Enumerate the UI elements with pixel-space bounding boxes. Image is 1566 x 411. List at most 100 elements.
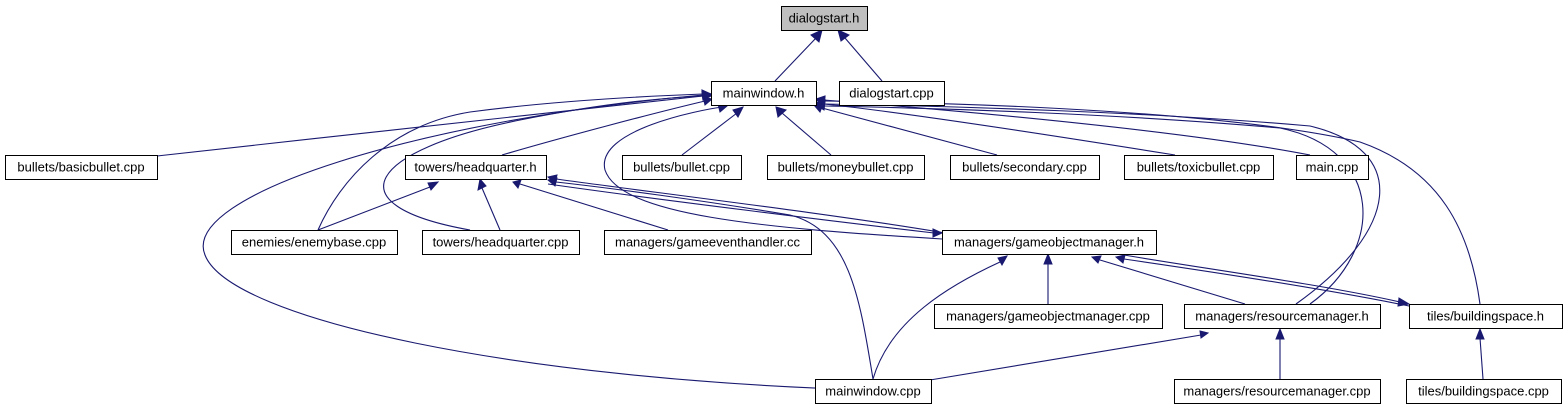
edge-enemybase-to-headquarter-h-arrowhead xyxy=(427,181,440,191)
node-box[interactable] xyxy=(1184,304,1381,329)
node-label: managers/gameeventhandler.cc xyxy=(615,235,801,250)
edge-gameobjectmanager-h-to-buildingspace-h-arrowhead xyxy=(1397,297,1411,307)
node-moneybullet-cpp[interactable]: bullets/moneybullet.cpp xyxy=(767,155,925,180)
edge-basicbullet-to-mainwindow-h xyxy=(156,95,704,157)
edge-buildingspace-h-to-mainwindow-h xyxy=(823,100,1481,305)
edge-buildingspace-h-to-mainwindow-h-arrowhead xyxy=(814,96,826,106)
edge-mainwindow-cpp-to-mainwindow-h-arrowhead xyxy=(701,90,713,100)
node-buildingspace-cpp[interactable]: tiles/buildingspace.cpp xyxy=(1406,379,1562,404)
edge-bullet-to-mainwindow-h-arrowhead xyxy=(732,106,744,118)
node-basicbullet-cpp[interactable]: bullets/basicbullet.cpp xyxy=(5,155,158,180)
edge-gameeventhandler-to-headquarter-h xyxy=(519,183,669,231)
node-box[interactable] xyxy=(1174,379,1381,404)
edge-gameobjectmanager-cpp-to-gameobjectmanager-h-arrowhead xyxy=(1043,252,1053,265)
edge-mainwindow-h-to-dialogstart-h xyxy=(774,37,817,82)
node-label: managers/resourcemanager.h xyxy=(1195,309,1368,324)
edge-headquarter-cpp-to-headquarter-h xyxy=(481,187,501,231)
node-label: main.cpp xyxy=(1306,160,1359,175)
edge-resourcemanager-cpp-to-resourcemanager-h-arrowhead xyxy=(1275,327,1285,340)
node-label: bullets/moneybullet.cpp xyxy=(778,160,914,175)
node-bullet-cpp[interactable]: bullets/bullet.cpp xyxy=(622,155,742,180)
node-label: towers/headquarter.cpp xyxy=(433,235,569,250)
graph-nodes: dialogstart.h mainwindow.h dialogstart.cpp… xyxy=(5,6,1563,404)
edge-mainwindow-cpp-to-resourcemanager-h xyxy=(929,334,1202,381)
node-box[interactable] xyxy=(839,81,945,106)
node-label: tiles/buildingspace.cpp xyxy=(1418,384,1549,399)
node-label: managers/resourcemanager.cpp xyxy=(1183,384,1370,399)
edge-toxicbullet-to-mainwindow-h xyxy=(823,103,1176,156)
node-box[interactable] xyxy=(1124,155,1274,180)
node-box[interactable] xyxy=(815,379,932,404)
node-main-cpp[interactable]: main.cpp xyxy=(1296,155,1369,180)
node-box[interactable] xyxy=(942,230,1157,255)
edge-buildingspace-h-to-gameobjectmanager-h xyxy=(1123,258,1410,307)
edge-enemybase-to-mainwindow-h xyxy=(317,93,704,231)
node-label: managers/gameobjectmanager.cpp xyxy=(946,309,1150,324)
node-box[interactable] xyxy=(5,155,158,180)
edge-resourcemanager-h-to-gameobjectmanager-h xyxy=(1099,259,1246,305)
edge-resourcemanager-h-to-gameobjectmanager-h-arrowhead xyxy=(1090,255,1102,264)
edge-main-to-mainwindow-h xyxy=(823,99,1311,156)
node-label: bullets/toxicbullet.cpp xyxy=(1137,160,1261,175)
edge-moneybullet-to-mainwindow-h xyxy=(781,112,832,156)
node-box[interactable] xyxy=(1409,304,1563,329)
edge-headquarter-h-to-gameobjectmanager-h-arrowhead xyxy=(932,228,944,238)
node-box[interactable] xyxy=(1406,379,1562,404)
node-label: mainwindow.cpp xyxy=(825,384,920,399)
node-label: tiles/buildingspace.h xyxy=(1427,309,1544,324)
node-label: dialogstart.cpp xyxy=(849,86,934,101)
node-label: bullets/secondary.cpp xyxy=(962,160,1087,175)
node-mainwindow-cpp[interactable]: mainwindow.cpp xyxy=(815,379,932,404)
node-box[interactable] xyxy=(405,155,547,180)
node-label: mainwindow.h xyxy=(723,86,805,101)
edge-mainwindow-cpp-to-mainwindow-h xyxy=(202,94,871,391)
edge-gameeventhandler-to-headquarter-h-arrowhead xyxy=(512,179,522,189)
node-dialogstart-h[interactable]: dialogstart.h xyxy=(781,6,868,31)
node-box[interactable] xyxy=(231,230,398,255)
edge-headquarter-h-to-mainwindow-h xyxy=(501,100,706,156)
node-label: enemies/enemybase.cpp xyxy=(242,235,387,250)
node-label: bullets/basicbullet.cpp xyxy=(17,160,144,175)
node-enemybase-cpp[interactable]: enemies/enemybase.cpp xyxy=(231,230,398,255)
node-box[interactable] xyxy=(622,155,742,180)
edge-secondary-to-mainwindow-h xyxy=(821,107,998,156)
edge-mainwindow-cpp-to-headquarter-h xyxy=(555,181,874,380)
edge-mainwindow-cpp-to-gameobjectmanager-h-arrowhead xyxy=(997,255,1008,267)
node-headquarter-h[interactable]: towers/headquarter.h xyxy=(405,155,547,180)
node-box[interactable] xyxy=(934,304,1163,329)
node-secondary-cpp[interactable]: bullets/secondary.cpp xyxy=(950,155,1100,180)
edge-buildingspace-h-to-gameobjectmanager-h-arrowhead xyxy=(1114,254,1126,264)
node-resourcemanager-h[interactable]: managers/resourcemanager.h xyxy=(1184,304,1381,329)
edge-bullet-to-mainwindow-h xyxy=(681,112,738,156)
node-resourcemanager-cpp[interactable]: managers/resourcemanager.cpp xyxy=(1174,379,1381,404)
node-dialogstart-cpp[interactable]: dialogstart.cpp xyxy=(839,81,945,106)
node-box[interactable] xyxy=(604,230,812,255)
edge-mainwindow-h-to-dialogstart-h-arrowhead xyxy=(810,29,823,43)
edge-mainwindow-cpp-to-resourcemanager-h-arrowhead xyxy=(1199,330,1210,339)
edge-headquarter-cpp-to-headquarter-h-arrowhead xyxy=(477,177,487,191)
edge-buildingspace-cpp-to-buildingspace-h xyxy=(1479,337,1484,380)
node-mainwindow-h[interactable]: mainwindow.h xyxy=(711,81,817,106)
node-box[interactable] xyxy=(711,81,817,106)
node-gameeventhandler-cc[interactable]: managers/gameeventhandler.cc xyxy=(604,230,812,255)
node-buildingspace-h[interactable]: tiles/buildingspace.h xyxy=(1409,304,1563,329)
edge-resourcemanager-h-to-mainwindow-h-b xyxy=(823,105,1364,305)
node-label: towers/headquarter.h xyxy=(414,160,536,175)
node-gameobjectmanager-h[interactable]: managers/gameobjectmanager.h xyxy=(942,230,1157,255)
node-gameobjectmanager-cpp[interactable]: managers/gameobjectmanager.cpp xyxy=(934,304,1163,329)
node-box[interactable] xyxy=(1296,155,1369,180)
node-box[interactable] xyxy=(422,230,580,255)
node-box[interactable] xyxy=(767,155,925,180)
graph-edges xyxy=(156,29,1485,391)
edge-enemybase-to-headquarter-h xyxy=(317,186,431,231)
node-box[interactable] xyxy=(950,155,1100,180)
edge-buildingspace-cpp-to-buildingspace-h-arrowhead xyxy=(1475,327,1485,340)
node-box[interactable] xyxy=(781,6,868,31)
edge-dialogstart-cpp-to-dialogstart-h-arrowhead xyxy=(837,29,850,42)
node-headquarter-cpp[interactable]: towers/headquarter.cpp xyxy=(422,230,580,255)
node-label: dialogstart.h xyxy=(789,11,860,26)
node-toxicbullet-cpp[interactable]: bullets/toxicbullet.cpp xyxy=(1124,155,1274,180)
edge-headquarter-h-to-gameobjectmanager-h xyxy=(547,183,935,234)
edge-resourcemanager-h-to-mainwindow-h-a xyxy=(823,103,1381,305)
